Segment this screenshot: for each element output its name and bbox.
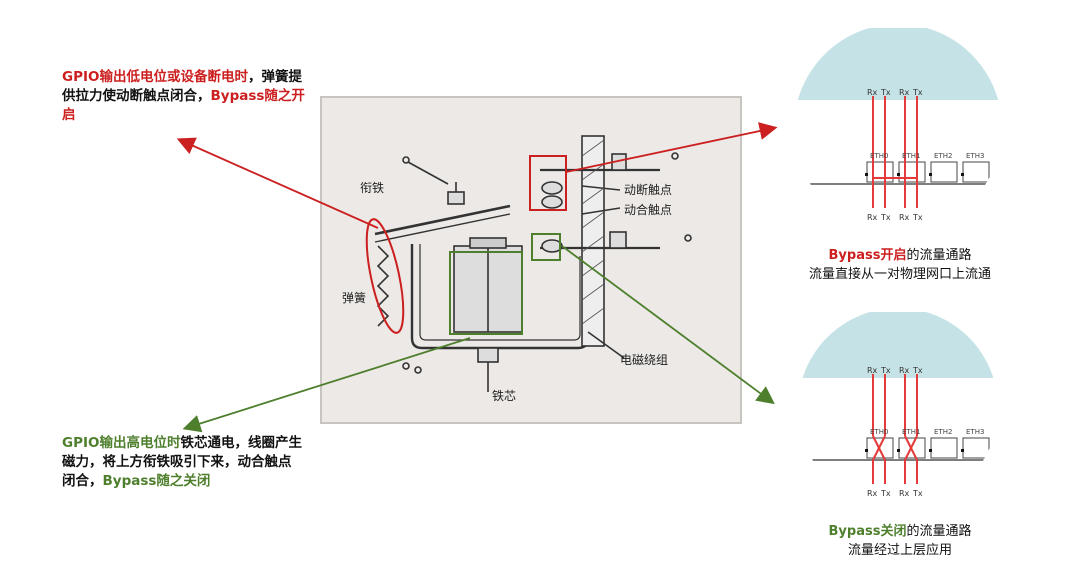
signal-top-rx0: Rx (867, 366, 878, 375)
arrow-contact-to-panel-bottom (561, 245, 775, 405)
bypass-off-caption: Bypass关闭的流量通路 流量经过上层应用 (750, 522, 1050, 560)
label-armature: 衔铁 (360, 181, 384, 195)
signal-top-tx1: Tx (912, 88, 923, 97)
callout-bypass-on-mechanism: ，弹簧提供拉力使动断触点闭合， (62, 69, 302, 104)
callout-bypass-off: GPIO输出高电位时铁芯通电，线圈产生磁力，将上方衔铁吸引下来，动合触点闭合，B… (62, 434, 302, 491)
signal-bottom-rx1: Rx (899, 489, 910, 498)
signal-top-rx1: Rx (899, 366, 910, 375)
bypass-on-caption-highlight: Bypass开启 (828, 248, 907, 263)
relay-diagram: 衔铁 弹簧 动断触点 动合触点 电磁绕组 铁芯 (320, 96, 742, 424)
callout-bypass-off-result: Bypass随之关闭 (102, 473, 211, 489)
arrow-coil-to-callout (182, 337, 471, 433)
label-spring: 弹簧 (342, 290, 366, 305)
arrow-spring-to-callout (176, 137, 379, 229)
signal-bottom-rx1: Rx (899, 213, 910, 222)
bypass-on-panel: ETH0 ETH1 ETH2 ETH3 Rx Tx Rx Tx Rx Tx Rx… (794, 28, 1002, 232)
label-nc-contact: 动断触点 (624, 182, 672, 197)
bypass-on-caption-rest: 的流量通路 (906, 248, 972, 263)
signal-bottom-tx1: Tx (912, 489, 923, 498)
bypass-off-panel: ETH0 ETH1 ETH2 ETH3 Rx Tx Rx Tx Rx Tx Rx… (798, 312, 998, 508)
signal-top-tx0: Tx (880, 88, 891, 97)
highlight-nc-contact (529, 155, 567, 211)
port-eth2: ETH2 (934, 428, 952, 436)
port-eth3: ETH3 (966, 428, 984, 436)
bypass-off-caption-highlight: Bypass关闭 (828, 524, 907, 539)
port-eth2: ETH2 (934, 152, 952, 160)
callout-bypass-on-result: Bypass随之开启 (62, 88, 305, 123)
signal-bottom-tx1: Tx (912, 213, 923, 222)
port-eth1: ETH1 (902, 152, 920, 160)
signal-bottom-rx0: Rx (867, 213, 878, 222)
highlight-coil (449, 251, 523, 335)
signal-bottom-tx0: Tx (880, 489, 891, 498)
signal-bottom-rx0: Rx (867, 489, 878, 498)
highlight-spring (365, 218, 405, 334)
callout-bypass-off-mechanism: 铁芯通电，线圈产生磁力，将上方衔铁吸引下来，动合触点闭合， (62, 435, 302, 489)
signal-top-rx1: Rx (899, 88, 910, 97)
signal-top-rx0: Rx (867, 88, 878, 97)
signal-top-tx1: Tx (912, 366, 923, 375)
port-eth3: ETH3 (966, 152, 984, 160)
signal-bottom-tx0: Tx (880, 213, 891, 222)
callout-bypass-off-condition: GPIO输出高电位时 (62, 435, 181, 451)
highlight-no-contact (531, 233, 561, 261)
label-coil: 电磁绕组 (620, 352, 668, 367)
port-eth0: ETH0 (870, 428, 888, 436)
bypass-off-caption-line2: 流量经过上层应用 (847, 543, 952, 558)
bypass-on-caption: Bypass开启的流量通路 流量直接从一对物理网口上流通 (750, 246, 1050, 284)
signal-top-tx0: Tx (880, 366, 891, 375)
callout-bypass-on-condition: GPIO输出低电位或设备断电时 (62, 69, 248, 85)
callout-bypass-on: GPIO输出低电位或设备断电时，弹簧提供拉力使动断触点闭合，Bypass随之开启 (62, 68, 312, 125)
label-no-contact: 动合触点 (624, 202, 672, 217)
arrow-contact-to-panel-top (565, 122, 778, 173)
bypass-on-caption-line2: 流量直接从一对物理网口上流通 (808, 267, 991, 282)
label-core: 铁芯 (492, 389, 516, 403)
port-eth0: ETH0 (870, 152, 888, 160)
port-eth1: ETH1 (902, 428, 920, 436)
bypass-off-caption-rest: 的流量通路 (906, 524, 972, 539)
